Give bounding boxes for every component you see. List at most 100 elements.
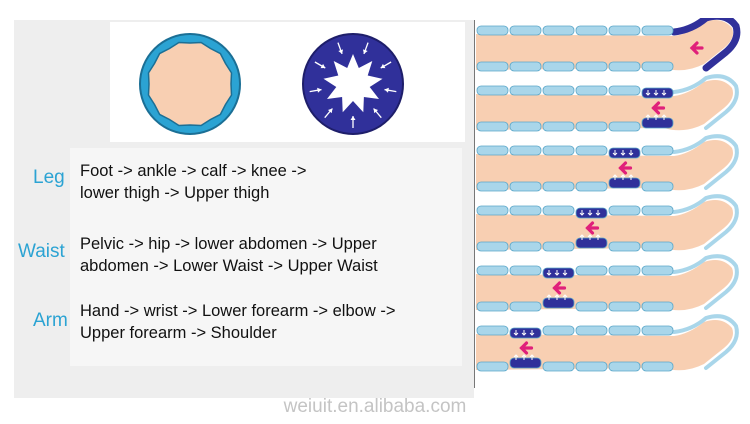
chamber — [476, 205, 509, 216]
leg-shape — [476, 140, 733, 191]
chamber — [608, 301, 641, 312]
chamber — [476, 61, 509, 72]
chamber — [575, 265, 608, 276]
leg-shape — [476, 320, 733, 371]
pressure-arrow — [554, 270, 560, 276]
chamber — [608, 205, 641, 216]
circle-cuff-icon — [139, 33, 241, 135]
chamber — [641, 205, 674, 216]
chamber — [641, 61, 674, 72]
compression-arrowhead — [320, 63, 326, 69]
waist-sequence-line-2: abdomen -> Lower Waist -> Upper Waist — [80, 257, 378, 275]
leg-sequence-line-2: lower thigh -> Upper thigh — [80, 184, 270, 202]
chamber — [476, 265, 509, 276]
leg-step-2 — [476, 74, 739, 132]
chamber — [476, 145, 509, 156]
chamber — [575, 85, 608, 96]
pressure-arrow — [546, 270, 552, 276]
chamber — [542, 25, 575, 36]
pink-arrow-icon — [585, 221, 600, 235]
chamber — [608, 25, 641, 36]
pressure-arrow — [587, 210, 593, 216]
chamber — [476, 25, 509, 36]
leg-step-3 — [476, 134, 739, 192]
chamber — [476, 361, 509, 372]
pressure-arrow — [529, 354, 535, 360]
chamber — [509, 145, 542, 156]
compression-arrowhead — [380, 63, 386, 69]
chamber — [509, 85, 542, 96]
pressure-arrow — [620, 174, 626, 180]
pressure-arrow — [513, 330, 519, 336]
pressure-arrow — [587, 234, 593, 240]
pressure-arrow — [513, 354, 519, 360]
leg-shape — [476, 200, 733, 251]
compression-arrowhead — [384, 87, 389, 93]
pressure-arrow — [562, 294, 568, 300]
chamber — [476, 301, 509, 312]
compression-arrowhead — [350, 116, 356, 120]
foot-chamber — [672, 74, 739, 130]
chamber — [575, 25, 608, 36]
chamber — [509, 181, 542, 192]
panel-divider — [474, 20, 475, 388]
pressure-arrow — [579, 234, 585, 240]
leg-shape — [476, 260, 733, 311]
foot-chamber — [672, 314, 739, 370]
chamber — [641, 145, 674, 156]
chamber — [509, 301, 542, 312]
pressure-arrow — [546, 294, 552, 300]
arm-sequence-line-2: Upper forearm -> Shoulder — [80, 324, 277, 342]
chamber — [608, 85, 641, 96]
pressure-arrow — [529, 330, 535, 336]
foot-chamber — [672, 254, 739, 310]
pressure-arrow — [653, 114, 659, 120]
chamber — [509, 265, 542, 276]
chamber — [575, 181, 608, 192]
leg-compression-sequence — [476, 18, 741, 372]
chamber — [542, 145, 575, 156]
inflated-chamber — [608, 177, 641, 189]
pressure-arrow — [562, 270, 568, 276]
chamber — [608, 61, 641, 72]
leg-shape — [476, 20, 733, 71]
pressure-arrow — [653, 90, 659, 96]
pressure-arrow — [612, 150, 618, 156]
chamber — [641, 25, 674, 36]
chamber — [608, 325, 641, 336]
category-label-leg: Leg — [33, 167, 65, 188]
category-label-arm: Arm — [33, 310, 68, 331]
chamber — [509, 205, 542, 216]
chamber — [476, 241, 509, 252]
chamber — [542, 121, 575, 132]
chamber — [641, 241, 674, 252]
chamber — [641, 301, 674, 312]
chamber — [575, 121, 608, 132]
chamber — [476, 85, 509, 96]
compression-arrowhead — [327, 108, 333, 114]
chamber — [476, 325, 509, 336]
compression-arrowhead — [362, 49, 368, 54]
compression-arrowhead — [338, 49, 344, 54]
pink-arrow-icon — [519, 341, 534, 355]
chamber — [608, 361, 641, 372]
pink-arrow-icon — [552, 281, 567, 295]
chamber — [542, 205, 575, 216]
pressure-arrow — [628, 174, 634, 180]
chamber — [575, 145, 608, 156]
pressure-arrow — [595, 210, 601, 216]
chamber — [542, 61, 575, 72]
chamber — [641, 265, 674, 276]
pressure-arrow — [521, 330, 527, 336]
chamber — [476, 121, 509, 132]
chamber — [509, 241, 542, 252]
sequence-text-panel — [70, 148, 462, 366]
pink-arrow-icon — [689, 41, 704, 55]
foot-chamber — [672, 134, 739, 190]
arm-sequence-text: Hand -> wrist -> Lower forearm -> elbow … — [80, 300, 395, 344]
pressure-arrow — [645, 114, 651, 120]
waist-sequence-line-1: Pelvic -> hip -> lower abdomen -> Upper — [80, 235, 377, 253]
chamber — [542, 181, 575, 192]
chamber — [575, 325, 608, 336]
compression-arrowhead — [373, 108, 379, 114]
